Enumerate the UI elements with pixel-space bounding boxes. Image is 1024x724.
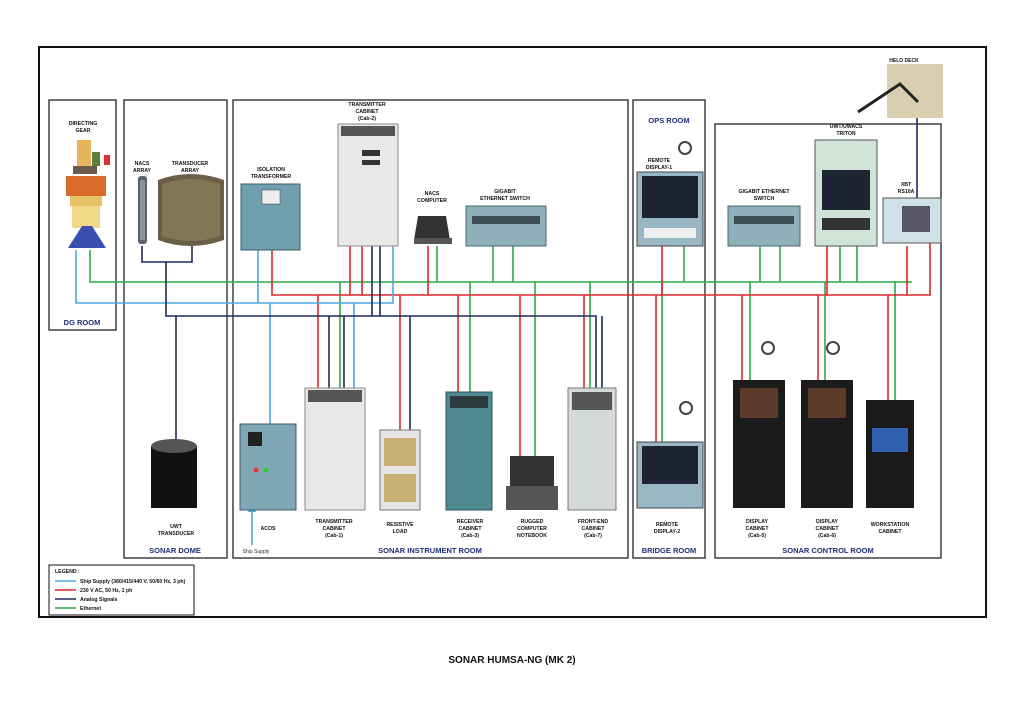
remote-display-1-illustration	[636, 141, 704, 247]
transmitter-cab1-illustration	[304, 387, 366, 511]
xbt-illustration	[882, 197, 942, 244]
sonar-dome-label: SONAR DOME	[149, 546, 201, 555]
acos-illustration	[239, 423, 297, 511]
nacs-computer-illustration	[414, 216, 452, 244]
bridge-room-label: BRIDGE ROOM	[642, 546, 697, 555]
control-room-box	[714, 123, 942, 559]
helo-deck-label: HELO DECK	[889, 58, 919, 64]
gigabit-switch-1-illustration	[465, 205, 547, 247]
transmitter-cab2-illustration	[337, 123, 399, 247]
instrument-room-label: SONAR INSTRUMENT ROOM	[378, 546, 482, 555]
acos-label: ACOS	[261, 526, 277, 532]
analog-array-link	[141, 246, 193, 263]
legend-item-label: 230 V AC, 50 Hz, 1 ph	[80, 588, 132, 594]
nacs-array-illustration	[138, 176, 147, 244]
helo-deck-illustration	[857, 64, 943, 118]
dg-room-box	[48, 99, 117, 331]
diagram-title: SONAR HUMSA-NG (MK 2)	[448, 655, 575, 666]
rugged-notebook-illustration	[506, 456, 558, 510]
ship-supply-note: Ship Supply	[243, 549, 270, 555]
ops-room-label: OPS ROOM	[648, 116, 689, 125]
wiring	[75, 118, 931, 545]
instrument-room-box	[232, 99, 629, 559]
control-room-label: SONAR CONTROL ROOM	[782, 546, 874, 555]
gigabit-switch-2-illustration	[727, 205, 801, 247]
legend-item-label: Ship Supply (380/415/440 V, 50/60 Hz, 3 …	[80, 579, 186, 585]
ops-bridge-box	[632, 99, 706, 559]
isolation-transformer-illustration	[240, 183, 301, 251]
ship-supply-line	[75, 246, 394, 424]
uwt-transducer-illustration	[151, 439, 197, 508]
remote-display-2-illustration	[636, 401, 704, 509]
legend-heading: LEGEND :	[55, 569, 80, 575]
sonar-dome-box	[123, 99, 228, 559]
display-cab6-illustration	[801, 341, 853, 508]
resistive-load-illustration	[379, 429, 421, 511]
legend: LEGEND : Ship Supply (380/415/440 V, 50/…	[48, 564, 195, 616]
legend-item-label: Ethernet	[80, 606, 101, 612]
legend-item-label: Analog Signals	[80, 597, 118, 603]
ethernet-trunk	[89, 250, 912, 283]
receiver-cab3-illustration	[445, 391, 493, 511]
display-cab5-illustration	[733, 341, 785, 508]
triton-illustration	[814, 139, 878, 247]
transducer-array-illustration	[158, 174, 224, 246]
power-trunk	[271, 243, 931, 296]
workstation-cabinet-illustration	[866, 400, 914, 508]
outer-frame	[38, 46, 987, 618]
frontend-cab7-illustration	[567, 387, 617, 511]
dg-room-label: DG ROOM	[64, 318, 101, 327]
directing-gear-illustration	[66, 140, 110, 248]
